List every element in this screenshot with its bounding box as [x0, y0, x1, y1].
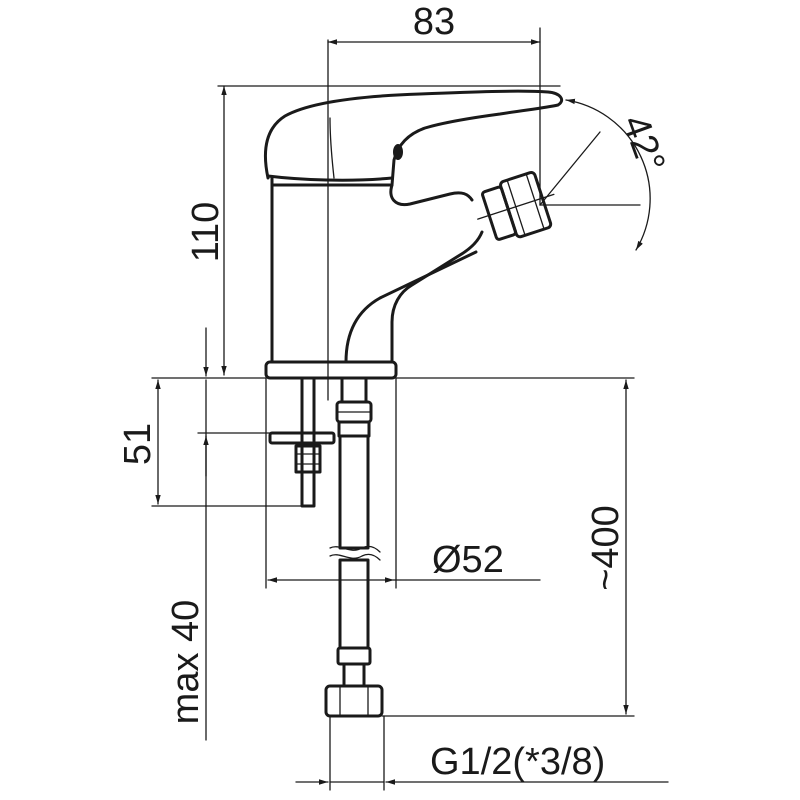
mixer-cylinder	[270, 176, 392, 364]
dim-label-51: 51	[117, 423, 159, 465]
dim-label-110: 110	[185, 202, 227, 263]
spout-lower-edge	[344, 250, 478, 364]
stud-washer	[268, 431, 336, 445]
lever-pin	[393, 144, 403, 160]
dimension-lever-angle: 42°	[539, 98, 673, 251]
spout-body	[390, 230, 484, 364]
dimension-thread: G1/2(*3/8)	[295, 715, 669, 791]
spout-upper-edge	[389, 183, 474, 207]
dim-label-thread: G1/2(*3/8)	[430, 741, 605, 783]
lever-handle	[264, 89, 564, 187]
dim-label-400: ~400	[585, 505, 627, 591]
faucet-body	[264, 176, 484, 380]
flex-hose	[324, 376, 384, 718]
lever-body	[264, 89, 564, 187]
dim-label-max-40: max 40	[165, 600, 207, 725]
aerator-nozzle	[477, 171, 555, 241]
lever-band	[266, 174, 394, 182]
mounting-stud	[268, 376, 336, 508]
hose-nut	[324, 684, 384, 718]
dim-label-83: 83	[413, 1, 455, 43]
dim-label-42: 42°	[614, 110, 673, 178]
dimension-base-diameter: Ø52	[265, 377, 541, 589]
dimension-spout-reach: 83	[327, 1, 541, 206]
dimension-flange-height: 51	[117, 377, 303, 507]
dimension-body-height: 110	[185, 85, 561, 376]
dimension-max-thickness: max 40	[165, 327, 271, 741]
dimension-hose-length: ~400	[381, 377, 635, 717]
dim-label-d52: Ø52	[432, 539, 504, 581]
hose-break-symbol	[329, 545, 381, 553]
base-plate	[264, 360, 398, 380]
lever-inner-line	[329, 117, 335, 179]
stud-nut	[294, 444, 322, 474]
